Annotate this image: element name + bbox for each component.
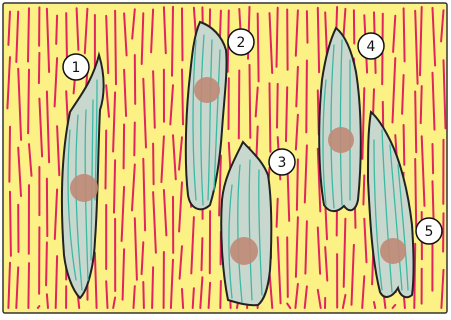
fiber-line [39, 53, 40, 83]
svg-text:1: 1 [72, 60, 81, 76]
fiber-line [193, 288, 194, 308]
fiber-line [415, 159, 416, 228]
fiber-line [172, 7, 173, 76]
fiber-line [124, 125, 125, 169]
fiber-line [307, 11, 308, 43]
fiber-line [106, 131, 107, 189]
fiber-line [46, 242, 47, 285]
svg-text:3: 3 [278, 155, 287, 171]
fiber-line [415, 92, 416, 153]
fiber-line [134, 123, 135, 156]
fiber-line [9, 127, 10, 182]
fiber-line [404, 8, 405, 61]
fiber-line [56, 256, 57, 308]
fiber-line [277, 199, 278, 227]
fiber-line [270, 83, 271, 152]
fiber-line [28, 263, 29, 308]
fiber-line [182, 289, 183, 308]
fiber-line [47, 294, 48, 308]
fiber-line [182, 8, 183, 60]
cell-3-nucleus [230, 237, 258, 265]
cell-label-1: 1 [63, 54, 89, 80]
fiber-line [153, 144, 154, 185]
cell-1-nucleus [70, 174, 98, 202]
fiber-line [28, 70, 29, 134]
fiber-line [10, 192, 11, 256]
fiber-line [114, 160, 115, 212]
fiber-line [202, 238, 203, 270]
cell-5-nucleus [380, 238, 406, 264]
fiber-line [421, 86, 422, 123]
svg-text:4: 4 [367, 39, 376, 55]
fiber-line [277, 8, 278, 67]
fiber-line [414, 244, 415, 308]
fiber-line [306, 61, 307, 133]
cell-label-3: 3 [269, 149, 295, 175]
svg-text:5: 5 [425, 224, 434, 240]
fiber-line [134, 286, 135, 308]
fiber-line [363, 175, 364, 204]
fiber-line [239, 71, 240, 139]
cell-4-nucleus [328, 127, 354, 153]
fiber-line [286, 87, 287, 141]
fiber-line [106, 281, 107, 308]
fiber-line [38, 306, 40, 308]
fiber-line [220, 281, 221, 308]
fiber-line [433, 181, 434, 221]
fiber-line [404, 125, 405, 165]
fiber-line [250, 65, 251, 138]
fiber-line [152, 267, 153, 308]
cell-label-5: 5 [416, 218, 442, 244]
fiber-line [182, 70, 183, 125]
fiber-line [258, 14, 259, 82]
cell-label-4: 4 [358, 33, 384, 59]
fiber-line [143, 282, 144, 308]
cell-2-nucleus [194, 77, 220, 103]
fiber-line [433, 144, 434, 173]
fiber-line [56, 16, 57, 44]
cell-label-2: 2 [228, 29, 254, 55]
fiber-line [28, 8, 29, 61]
svg-text:2: 2 [237, 35, 246, 51]
fiber-line [115, 11, 116, 85]
fiber-line [318, 8, 319, 72]
fiber-line [287, 237, 288, 297]
fiber-line [277, 84, 278, 128]
fiber-line [374, 302, 375, 308]
fiber-line [297, 159, 298, 210]
